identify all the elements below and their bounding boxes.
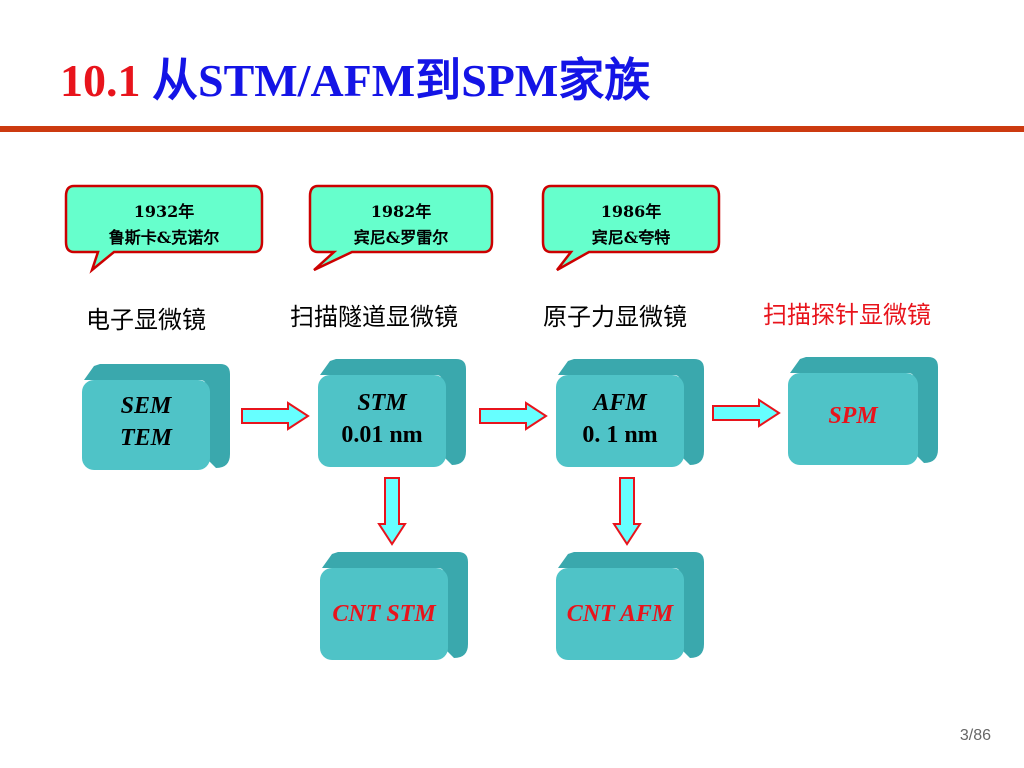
section-number: 10.1 <box>60 55 141 106</box>
arrow-down-afm <box>612 477 642 546</box>
box-line1: SPM <box>828 403 878 429</box>
label-afm-microscope: 原子力显微镜 <box>543 303 687 331</box>
box-line1: AFM <box>593 390 647 416</box>
title-divider <box>0 126 1024 132</box>
box-line1: SEM <box>120 393 172 419</box>
callout-1986: 1986年 宾尼&夸特 <box>539 184 723 274</box>
box-sem-tem: SEM TEM <box>80 362 234 472</box>
box-shape <box>82 364 230 470</box>
box-shape <box>318 359 466 467</box>
box-line1: CNT STM <box>332 601 436 627</box>
box-line2: TEM <box>119 425 172 451</box>
page-title: 10.1 从STM/AFM到SPM家族 <box>60 58 650 104</box>
box-stm: STM 0.01 nm <box>316 357 470 469</box>
callout-bubble-shape <box>308 184 494 272</box>
callout-1932: 1932年 鲁斯卡&克诺尔 <box>62 184 266 274</box>
box-shape <box>556 359 704 467</box>
arrow-down-stm <box>377 477 407 546</box>
box-line2: 0.01 nm <box>341 422 423 448</box>
label-spm-microscope: 扫描探针显微镜 <box>763 301 931 329</box>
box-line1: CNT AFM <box>566 601 674 627</box>
arrow-right-1 <box>241 401 310 431</box>
box-shape <box>556 552 704 660</box>
callout-bubble-shape <box>541 184 721 272</box>
box-cnt-afm: CNT AFM <box>554 550 708 662</box>
arrow-right-2 <box>479 401 548 431</box>
label-stm-microscope: 扫描隧道显微镜 <box>290 303 458 331</box>
arrow-right-3 <box>712 398 781 428</box>
callout-year: 1982年 <box>370 202 432 221</box>
callout-bubble-shape <box>64 184 264 274</box>
callout-people: 鲁斯卡&克诺尔 <box>108 228 220 247</box>
callout-people: 宾尼&夸特 <box>591 228 671 247</box>
box-spm: SPM <box>786 355 942 467</box>
box-line1: STM <box>357 390 407 416</box>
box-line2: 0. 1 nm <box>582 422 658 448</box>
box-cnt-stm: CNT STM <box>318 550 472 662</box>
callout-people: 宾尼&罗雷尔 <box>353 228 449 247</box>
page-number: 3/86 <box>959 727 991 744</box>
box-shape <box>788 357 938 465</box>
label-electron-microscope: 电子显微镜 <box>86 306 206 334</box>
section-title: 从STM/AFM到SPM家族 <box>152 55 651 106</box>
callout-year: 1932年 <box>133 202 195 221</box>
callout-1982: 1982年 宾尼&罗雷尔 <box>306 184 496 274</box>
box-shape <box>320 552 468 660</box>
box-afm: AFM 0. 1 nm <box>554 357 708 469</box>
callout-year: 1986年 <box>600 202 662 221</box>
